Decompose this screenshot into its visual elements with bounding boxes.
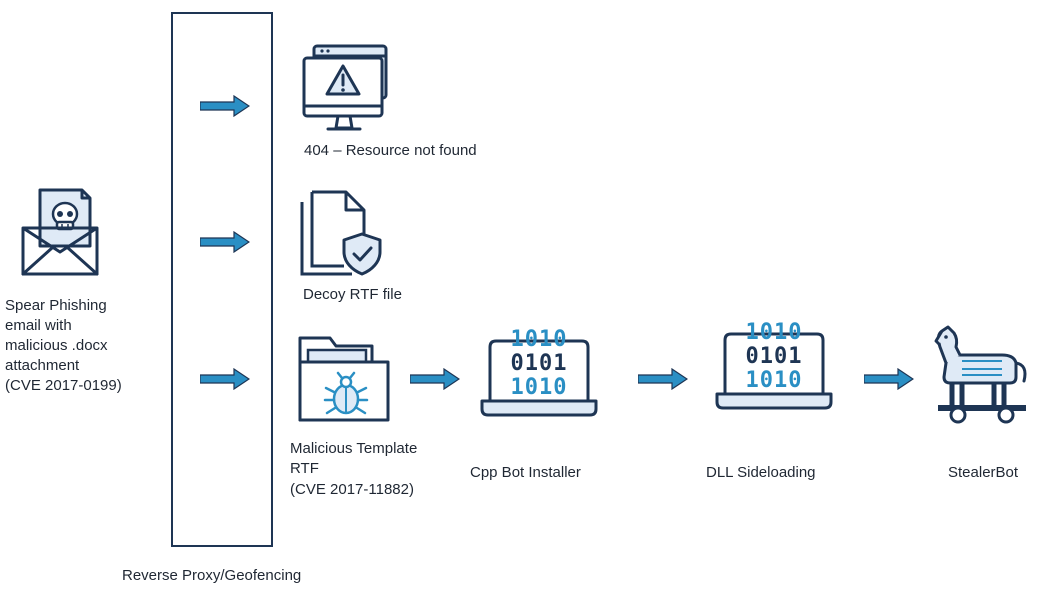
label-decoy-rtf: Decoy RTF file: [303, 286, 402, 303]
arrow-to-decoy: [200, 231, 250, 253]
email-label-line-4: attachment: [5, 357, 80, 374]
label-404: 404 – Resource not found: [304, 142, 477, 159]
trojan-horse-icon: [934, 325, 1027, 424]
binary-line-3: 1010: [510, 375, 568, 400]
email-label-line-3: malicious .docx: [5, 337, 108, 354]
monitor-warning-icon: [302, 44, 388, 131]
binary-line-1: 1010: [510, 327, 568, 352]
arrow-to-cpp-installer: [410, 368, 460, 390]
label-cpp-bot-installer: Cpp Bot Installer: [470, 464, 581, 481]
label-template-line-1: Malicious Template: [290, 440, 418, 457]
binary-line-2: 0101: [745, 344, 803, 369]
folder-bug-icon: [298, 336, 390, 422]
email-skull-icon: [21, 188, 99, 276]
document-shield-icon: [300, 190, 382, 276]
label-dll-sideloading: DLL Sideloading: [706, 464, 816, 481]
binary-line-3: 1010: [745, 368, 803, 393]
label-template-line-2: RTF: [290, 460, 319, 477]
label-template-line-3: (CVE 2017-11882): [290, 481, 414, 498]
arrow-to-404: [200, 95, 250, 117]
reverse-proxy-box: [171, 12, 273, 547]
arrow-to-stealerbot: [864, 368, 914, 390]
binary-line-2: 0101: [510, 351, 568, 376]
reverse-proxy-label: Reverse Proxy/Geofencing: [122, 567, 302, 584]
email-label-line-1: Spear Phishing: [5, 297, 107, 314]
arrow-to-template: [200, 368, 250, 390]
arrow-to-dll-sideloading: [638, 368, 688, 390]
email-label-line-2: email with: [5, 317, 72, 334]
binary-line-1: 1010: [745, 320, 803, 345]
label-stealerbot: StealerBot: [948, 464, 1019, 481]
laptop-binary-icon: 1010 0101 1010: [480, 325, 598, 421]
email-label-line-5: (CVE 2017-0199): [5, 377, 122, 394]
laptop-binary-icon: 1010 0101 1010: [715, 318, 833, 414]
